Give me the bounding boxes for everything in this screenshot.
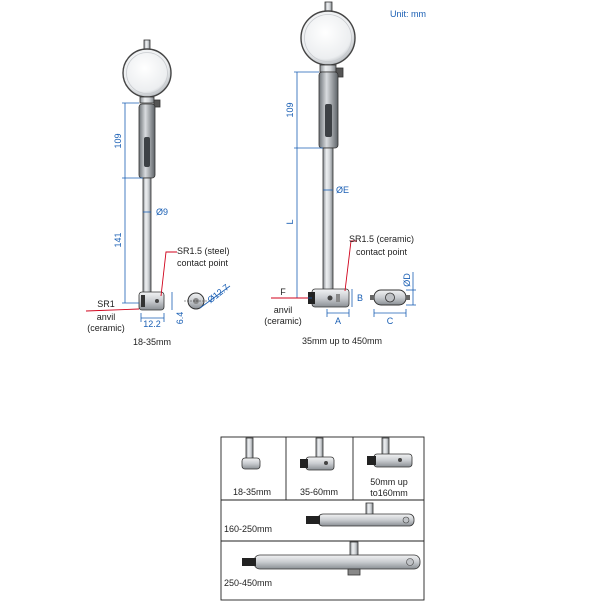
left-dial — [122, 48, 172, 98]
right-dim-109: 109 — [285, 102, 295, 117]
right-caption: 35mm up to 450mm — [302, 336, 382, 346]
right-shaft — [322, 147, 334, 292]
right-contact-label-2: contact point — [356, 247, 408, 257]
variant-250-450-label: 250-450mm — [224, 578, 272, 588]
right-dim-c: C — [387, 316, 394, 326]
variant-50-160-label-1: 50mm up — [370, 477, 408, 487]
left-dim-12-2: 12.2 — [143, 319, 161, 329]
left-caption: 18-35mm — [133, 337, 171, 347]
variant-160-250-image — [306, 502, 415, 527]
variant-35-60-label: 35-60mm — [300, 487, 338, 497]
head-variant-table: 18-35mm 35-60mm 50mm up to160mm 160-250m… — [220, 436, 425, 601]
left-bore-gauge: 109 141 Ø9 SR1.5 (steel) contact point S… — [85, 39, 231, 347]
left-contact-label-2: contact point — [177, 258, 229, 268]
variant-160-250-label: 160-250mm — [224, 524, 272, 534]
right-dim-l: L — [285, 219, 295, 224]
right-contact-label-1: SR1.5 (ceramic) — [349, 234, 414, 244]
left-shaft — [142, 177, 152, 295]
left-anvil-label-1: SR1 — [97, 299, 115, 309]
variant-250-450-image — [242, 541, 421, 576]
right-dia-e: ØE — [336, 185, 349, 195]
right-dial — [300, 10, 356, 66]
left-contact-label-1: SR1.5 (steel) — [177, 246, 230, 256]
right-dia-d: ØD — [402, 273, 412, 287]
right-dim-b: B — [357, 293, 363, 303]
left-anvil-label-2: anvil — [97, 312, 116, 322]
left-dia-12-7: Ø12.7 — [205, 282, 230, 305]
variant-35-60-image — [300, 437, 335, 471]
left-dim-141: 141 — [113, 232, 123, 247]
left-dim-6-4: 6.4 — [175, 312, 185, 325]
variant-50-160-image — [367, 437, 413, 468]
left-head — [138, 291, 165, 311]
unit-label: Unit: mm — [390, 9, 426, 19]
variant-18-35-image — [241, 437, 261, 470]
right-bore-gauge: 109 L ØE SR1.5 (ceramic) contact point F… — [264, 1, 416, 346]
right-f-label: F — [280, 287, 286, 297]
left-dim-109: 109 — [113, 133, 123, 148]
variant-18-35-label: 18-35mm — [233, 487, 271, 497]
variant-50-160-label-2: to160mm — [370, 488, 408, 498]
left-dia-9: Ø9 — [156, 207, 168, 217]
right-dim-a: A — [335, 316, 341, 326]
right-anvil-label-1: anvil — [274, 305, 293, 315]
right-anvil-label-2: (ceramic) — [264, 316, 302, 326]
left-anvil-label-3: (ceramic) — [87, 323, 125, 333]
